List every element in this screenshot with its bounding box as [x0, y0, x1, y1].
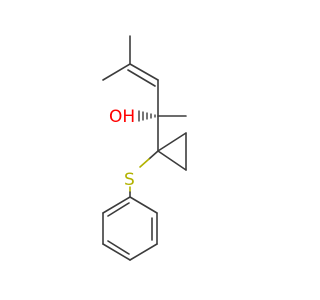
hydroxyl-label: OH [109, 107, 135, 127]
sulfur-label: S [124, 170, 135, 190]
bond-phenyl-6 [102, 196, 131, 214]
bond-cyclopropyl-sulfur-b [139, 158, 150, 168]
bond-ring-1 [157, 132, 187, 152]
bond-alkene-1 [129, 63, 159, 81]
bond-ring-3 [157, 150, 187, 171]
bond-phenyl-inner-2 [107, 240, 130, 255]
bond-cyclopropyl-sulfur-a [148, 150, 159, 160]
bond-phenyl-inner-3 [107, 202, 130, 217]
bond-methyl-b [102, 63, 131, 81]
bond-phenyl-3 [129, 243, 158, 261]
bond-phenyl-1 [129, 196, 158, 214]
oxygen-symbol: O [109, 107, 122, 127]
stereo-hash-bond [138, 110, 156, 122]
hydroxyl-hydrogen: H [122, 107, 135, 127]
bond-alkene-2 [127, 69, 156, 87]
bond-phenyl-4 [102, 243, 131, 261]
molecule-structure: OH S [102, 35, 187, 261]
molecule-canvas: OH S [102, 35, 187, 261]
